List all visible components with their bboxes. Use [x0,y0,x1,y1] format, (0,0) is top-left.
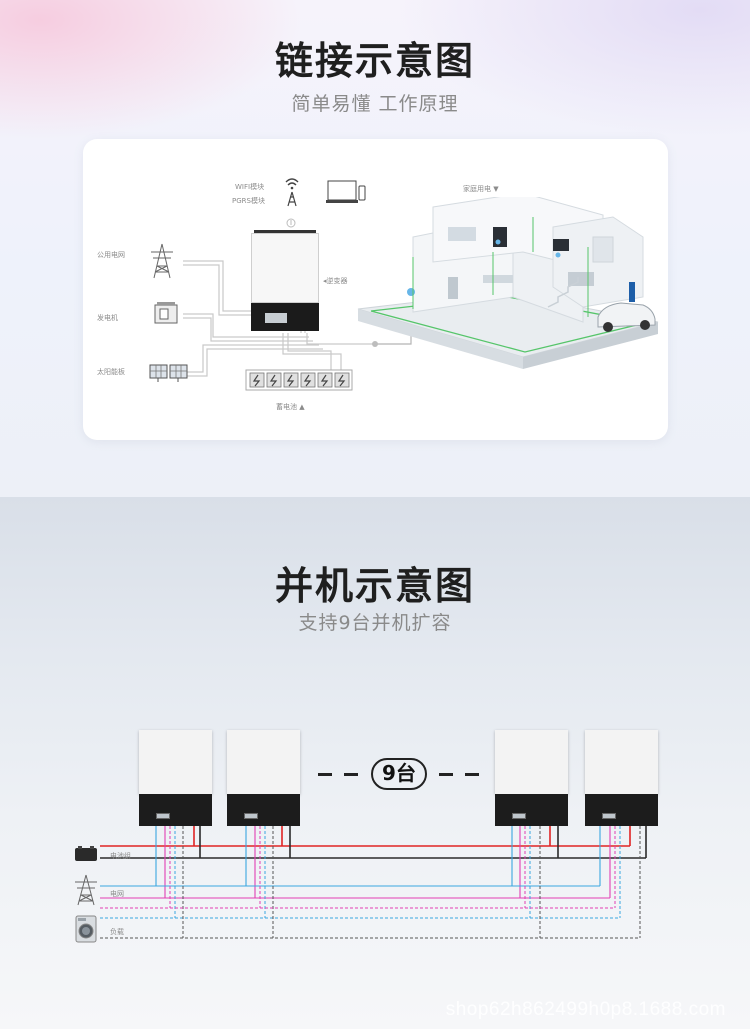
load-label: 负载 [110,928,124,936]
solar-panel-icon [149,364,188,382]
watermark: shop62h862499h0p8.1688.com [445,999,726,1020]
parallel-wiring [100,826,647,939]
ellipsis-dashes-left-2 [344,773,358,776]
battery-label: 蓄电池 ▲ [276,403,305,411]
connection-lines [183,218,412,377]
gprs-module-label: PGRS模块 [232,197,265,205]
parallel-diagram-title: 并机示意图 [274,564,475,608]
home-power-label: 家庭用电 ▼ [463,185,499,193]
laptop-phone-icon [326,180,366,203]
wifi-module-label: WIFI模块 [235,183,265,191]
washing-machine-icon [75,915,97,943]
grid-label: 电网 [110,890,124,898]
battery-group-label: 电池组 [110,852,131,860]
inverter-unit [251,230,319,331]
generator-label: 发电机 [97,314,118,322]
ellipsis-dashes-right [439,773,453,776]
ellipsis-dashes-right-2 [465,773,479,776]
wifi-icon [285,178,299,207]
ellipsis-dashes-left [318,773,332,776]
solar-panel-label: 太阳能板 [97,368,125,376]
inverter-label: ◂逆变器 [323,277,348,285]
parallel-diagram-section: 并机示意图 支持9台并机扩容 9台 [0,497,750,1029]
battery-pack-icon [75,846,97,861]
power-tower-icon [75,874,97,906]
battery-bank-icon [245,369,353,391]
link-diagram-subtitle: 简单易懂 工作原理 [291,93,459,115]
public-grid-label: 公用电网 [97,251,125,259]
link-diagram-title: 链接示意图 [274,39,475,83]
parallel-diagram-subtitle: 支持9台并机扩容 [298,612,452,634]
link-diagram-card: WIFI模块 PGRS模块 公用电网 发电机 太阳能板 [83,139,668,440]
power-tower-icon [151,243,173,279]
link-diagram-section: 链接示意图 简单易懂 工作原理 [0,0,750,497]
generator-icon [154,302,178,324]
unit-count-badge: 9台 [371,758,427,790]
house-cutaway-illustration [357,197,659,369]
